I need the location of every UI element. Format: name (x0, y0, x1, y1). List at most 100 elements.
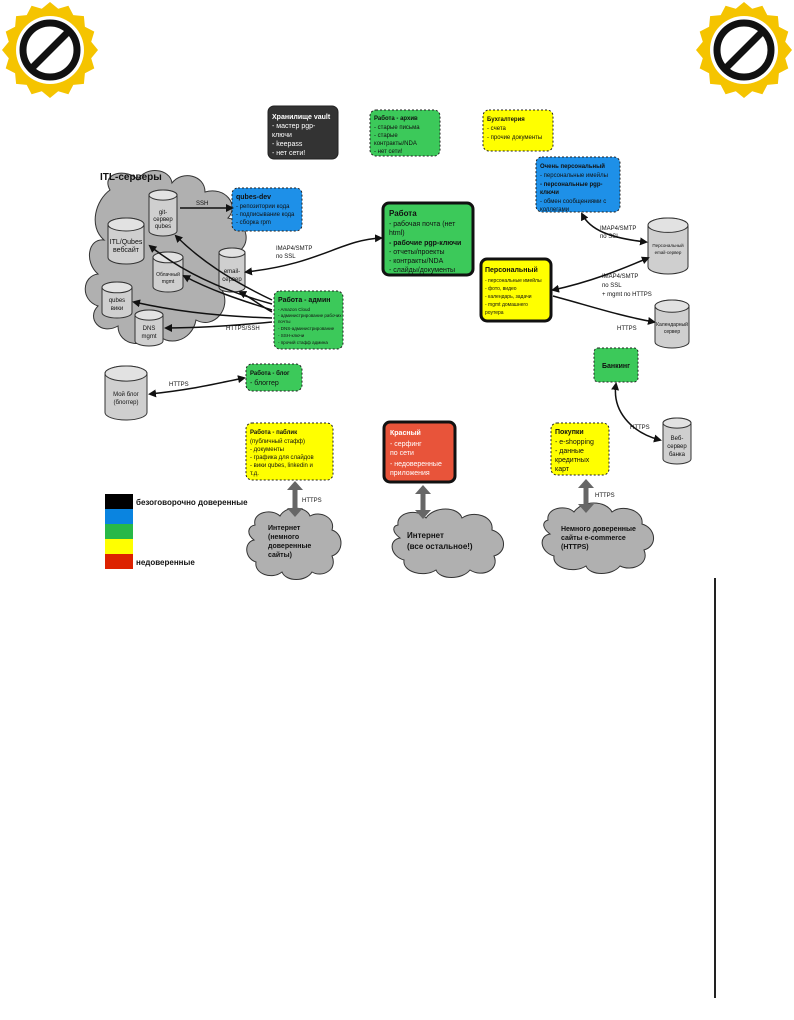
red-line: - недоверенные (390, 461, 442, 468)
work-public-line: (публичный стафф) (250, 438, 305, 445)
email-server-label: email- (224, 269, 240, 275)
work-admin-line: - администрирование рабочих (278, 313, 342, 318)
ecommerce-label: Немного доверенные (561, 526, 636, 533)
https-bank-label: HTTPS (630, 425, 650, 431)
personal-line: роутера (485, 310, 504, 316)
itl-site-label: ITL/Qubes (110, 239, 143, 246)
bank-server-cylinder (662, 417, 692, 465)
qubes-wiki-cylinder (101, 281, 133, 319)
personal-line: - фото, видео (485, 286, 517, 292)
personal-calendar-link (552, 295, 656, 325)
work-line: - слайды/документы (389, 266, 455, 274)
accounting-title: Бухгалтерия (487, 117, 525, 123)
bank-server-label: банка (669, 452, 686, 458)
work-admin-box (273, 290, 344, 350)
admin-site-link (148, 244, 273, 305)
admin-email-link (238, 291, 273, 313)
ecommerce-label: сайты e-commerce (561, 534, 626, 542)
work-line: - рабочая почта (нет (389, 220, 456, 228)
personal-email-server-cylinder (647, 217, 689, 275)
double-arrow-public (287, 481, 303, 517)
accounting-line: - прочие документы (487, 135, 542, 141)
internet-semi-label: (немного (268, 534, 299, 541)
red-box (382, 420, 457, 484)
work-public-title: Работа - паблик (250, 429, 297, 436)
bank-server-label: сервер (667, 444, 687, 450)
imap-very-personal-label: по SSL (600, 234, 620, 240)
work-public-box (245, 422, 334, 481)
git-server-label: сервер (153, 217, 173, 223)
dns-mgmt-cylinder (134, 309, 164, 347)
very-personal-line: - обмен сообщениями с (540, 199, 606, 205)
red-title: Красный (390, 429, 421, 437)
bank-server-label: Веб- (671, 436, 684, 442)
work-admin-title: Работа - админ (278, 296, 330, 304)
personal-box (479, 257, 553, 323)
work-line: html) (389, 230, 405, 237)
personal-line: - персональные имейлы (485, 277, 542, 284)
legend-swatch-yellow (105, 539, 133, 554)
shopping-line: - e-shopping (555, 439, 594, 446)
git-server-cylinder (148, 189, 178, 237)
itl-site-label: вебсайт (113, 246, 140, 254)
shopping-line: кредитных (555, 457, 590, 464)
archive-line: - нет сети! (374, 149, 403, 155)
work-public-line: - графика для слайдов (250, 454, 314, 461)
work-blog-line: - блоггер (250, 379, 279, 387)
dns-mgmt-label: DNS (143, 326, 156, 332)
archive-box (369, 109, 441, 157)
calendar-server-cylinder (654, 299, 690, 349)
my-blog-label: Мой блог (113, 391, 139, 398)
admin-dns-link (164, 321, 273, 332)
https-public-label: HTTPS (302, 498, 322, 504)
personal-title: Персональный (485, 266, 538, 274)
accounting-box (482, 109, 554, 152)
archive-line: контракты/NDA (374, 141, 417, 147)
legend-swatch-red (105, 554, 133, 569)
legend-swatch-green (105, 524, 133, 539)
email-server-cylinder (218, 247, 246, 293)
work-admin-line: - DNS-администрирование (278, 326, 335, 331)
work-title: Работа (389, 209, 417, 218)
shopping-line: карт (555, 466, 570, 473)
qubes-dev-line: - репозитории кода (236, 204, 290, 210)
work-admin-line: почты (278, 319, 290, 324)
banking-box (593, 347, 639, 383)
ssh-label: SSH (196, 201, 208, 207)
banking-title: Банкинг (602, 363, 630, 370)
personal-email-server-label: email-сервер (655, 250, 682, 255)
vault-line: - мастер pgp- (272, 123, 316, 130)
git-server-label: qubes (155, 224, 171, 230)
archive-line: - старые письма (374, 125, 420, 131)
very-personal-line: коллегами (540, 207, 569, 213)
very-personal-box (535, 156, 621, 213)
my-blog-cylinder (104, 365, 148, 421)
page-margin-line (714, 578, 716, 998)
cloud-mgmt-label: mgmt (162, 279, 175, 285)
vault-line: - нет сети! (272, 150, 305, 157)
itl-site-cylinder (107, 217, 145, 265)
red-line: - серфинг (390, 441, 422, 448)
very-personal-line: ключи (540, 190, 559, 196)
my-blog-label: (блоггер) (114, 400, 139, 406)
internet-rest-label: Интернет (407, 531, 444, 540)
personal-email-server-label: Персональный (652, 242, 684, 248)
qubes-dev-line: - сборка rpm (236, 220, 271, 226)
cloud-mgmt-label: Облачный (156, 271, 180, 278)
shopping-box (550, 422, 610, 476)
work-public-line: - документы (250, 447, 284, 453)
red-line: приложения (390, 470, 430, 477)
qubes-wiki-label: вики (111, 306, 124, 312)
calendar-server-label: сервер (664, 329, 680, 335)
red-line: по сети (390, 450, 414, 457)
work-admin-line: - Amazon Cloud (278, 307, 311, 312)
imap-personal-label: + mgmt по HTTPS (602, 292, 652, 298)
qubes-dev-line: - подписывание кода (236, 212, 295, 218)
https-shop-label: HTTPS (595, 493, 615, 499)
imap-work-label: IMAP4/SMTP (276, 246, 312, 252)
internet-semi-label: доверенные (268, 543, 311, 550)
work-public-line: т.д. (250, 471, 259, 477)
internet-rest-cloud (391, 508, 504, 578)
work-admin-line: - SSH-ключи (278, 333, 305, 338)
